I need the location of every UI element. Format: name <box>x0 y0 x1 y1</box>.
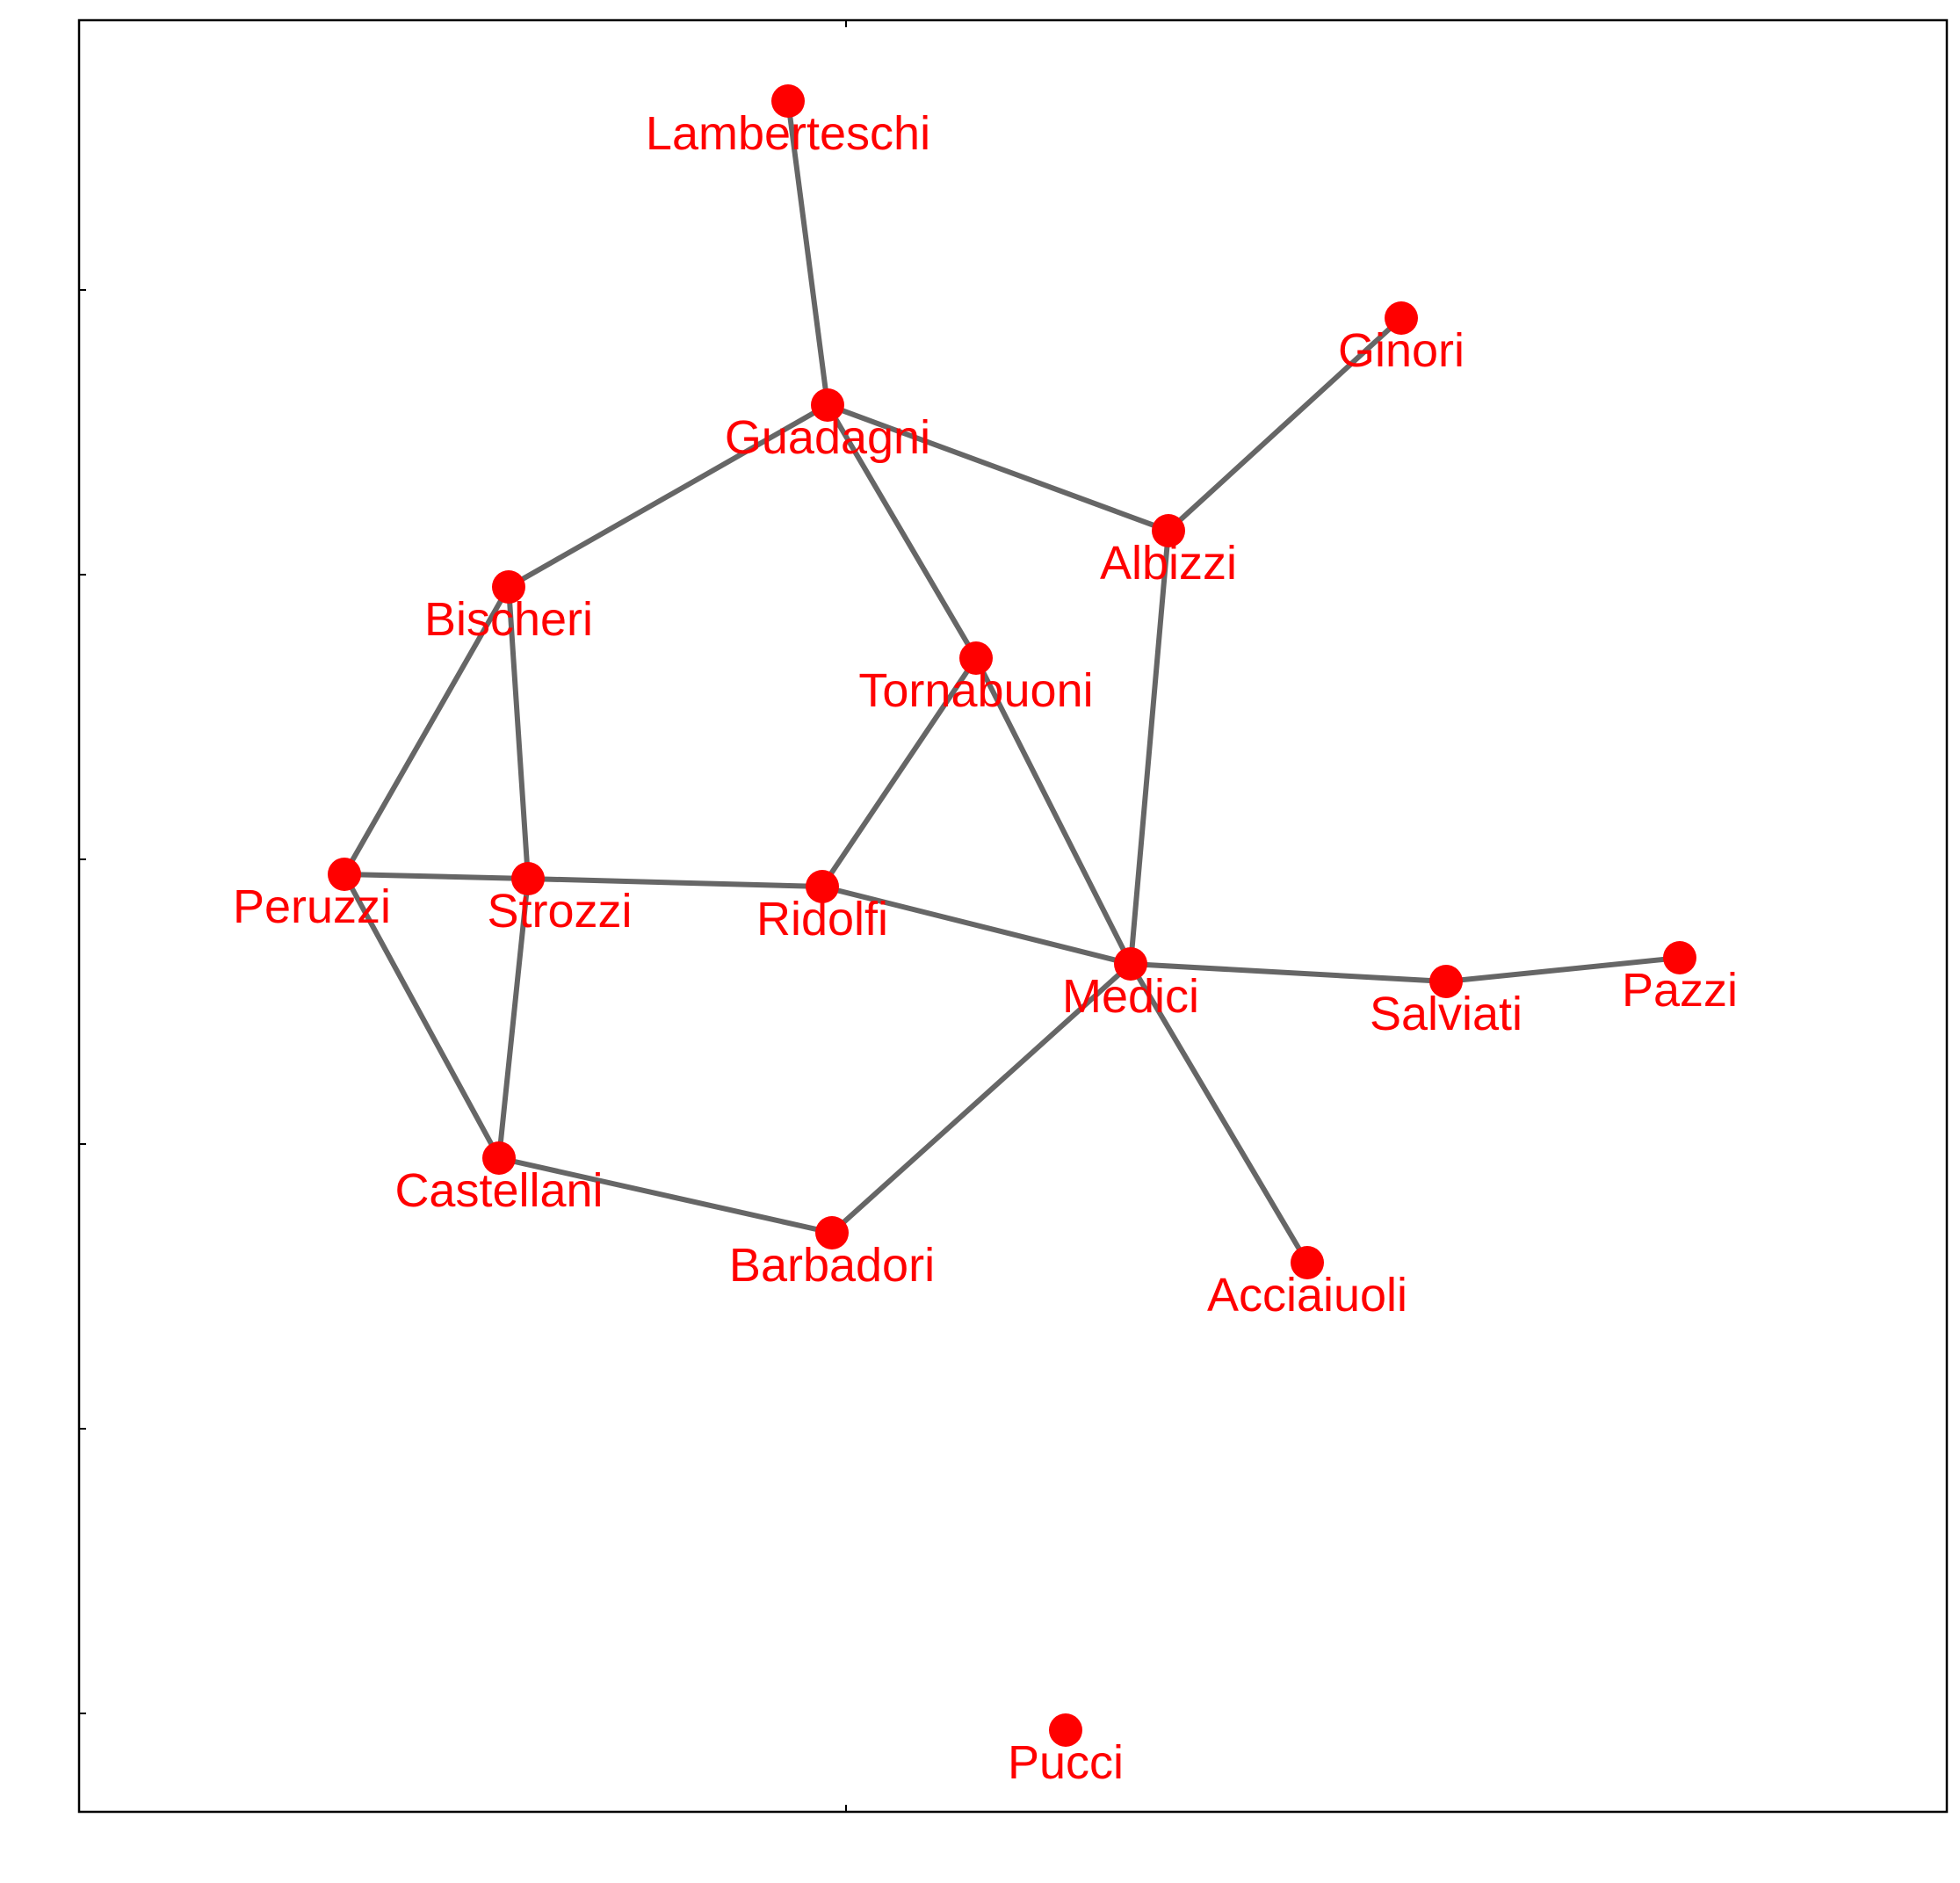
node-medici <box>1114 947 1147 981</box>
node-label-pucci: Pucci <box>1008 1736 1124 1789</box>
edge-tornabuoni-ridolfi <box>820 655 979 889</box>
edge-medici-barbadori <box>829 961 1133 1235</box>
edge-bischeri-strozzi <box>506 584 531 881</box>
edge-strozzi-ridolfi <box>525 876 825 889</box>
node-salviati <box>1429 965 1463 998</box>
node-guadagni <box>811 388 844 422</box>
node-ridolfi <box>806 870 839 903</box>
node-pazzi <box>1663 941 1696 974</box>
node-barbadori <box>815 1216 849 1249</box>
node-label-castellani: Castellani <box>394 1164 603 1217</box>
edge-ginori-albizzi <box>1166 315 1404 533</box>
node-castellani <box>482 1141 516 1175</box>
node-strozzi <box>511 862 545 895</box>
node-ginori <box>1385 301 1418 335</box>
edge-lamberteschi-guadagni <box>785 98 830 408</box>
edge-peruzzi-castellani <box>342 872 502 1161</box>
node-label-peruzzi: Peruzzi <box>233 880 391 933</box>
node-label-strozzi: Strozzi <box>487 885 632 938</box>
node-label-pazzi: Pazzi <box>1622 964 1738 1017</box>
node-label-ginori: Ginori <box>1338 324 1465 377</box>
edge-castellani-barbadori <box>496 1155 835 1235</box>
node-bischeri <box>492 570 525 604</box>
node-label-guadagni: Guadagni <box>725 411 930 464</box>
edge-strozzi-castellani <box>496 876 531 1161</box>
edge-medici-acciaiuoli <box>1128 961 1310 1265</box>
node-label-albizzi: Albizzi <box>1100 537 1237 590</box>
node-tornabuoni <box>959 641 993 675</box>
node-label-tornabuoni: Tornabuoni <box>858 664 1093 717</box>
edge-tornabuoni-medici <box>973 655 1133 967</box>
edge-salviati-pazzi <box>1443 955 1682 984</box>
edge-layer <box>342 98 1682 1265</box>
node-label-bischeri: Bischeri <box>424 593 593 646</box>
edge-medici-salviati <box>1128 961 1449 984</box>
node-label-barbadori: Barbadori <box>729 1239 935 1292</box>
node-label-lamberteschi: Lamberteschi <box>646 107 930 160</box>
node-label-acciaiuoli: Acciaiuoli <box>1207 1269 1407 1322</box>
node-lamberteschi <box>771 84 805 118</box>
node-acciaiuoli <box>1291 1246 1324 1279</box>
axis-ticks <box>79 20 847 1812</box>
edge-peruzzi-strozzi <box>342 872 531 881</box>
node-albizzi <box>1152 514 1185 547</box>
edge-bischeri-peruzzi <box>342 584 511 877</box>
node-layer <box>328 84 1696 1747</box>
node-pucci <box>1049 1713 1082 1747</box>
node-peruzzi <box>328 858 361 891</box>
node-label-salviati: Salviati <box>1370 988 1522 1040</box>
label-layer: LamberteschiGinoriGuadagniAlbizziBischer… <box>233 107 1738 1789</box>
plot-frame <box>77 18 1949 1814</box>
node-label-medici: Medici <box>1062 970 1199 1023</box>
node-label-ridolfi: Ridolfi <box>756 893 888 945</box>
edge-guadagni-albizzi <box>825 402 1171 533</box>
edge-guadagni-bischeri <box>506 402 830 590</box>
edge-guadagni-tornabuoni <box>825 402 979 661</box>
edge-ridolfi-medici <box>820 884 1133 967</box>
edge-albizzi-medici <box>1128 528 1171 967</box>
